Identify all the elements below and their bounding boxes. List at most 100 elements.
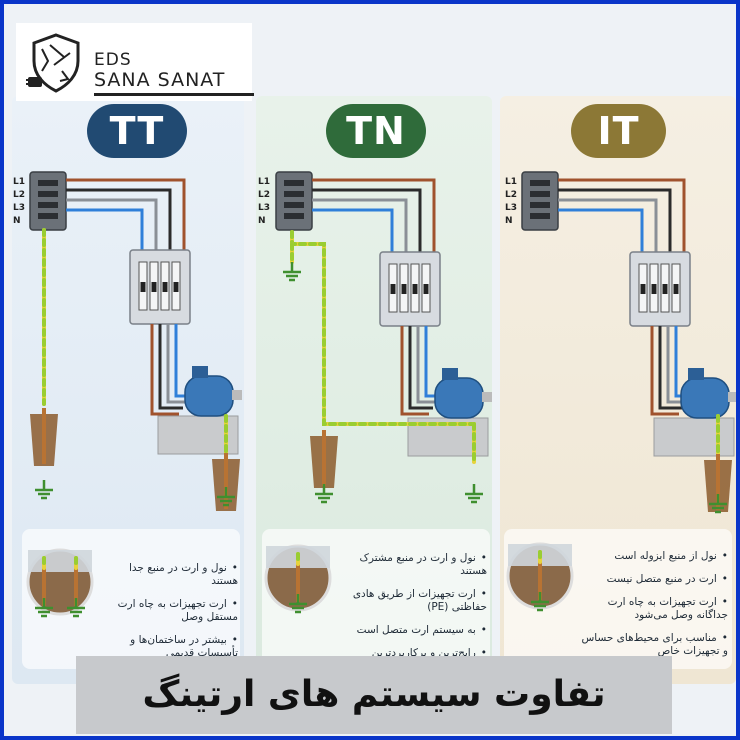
it-motor-shaft xyxy=(728,392,736,402)
tn-motor-wire xyxy=(408,326,433,410)
tt-motor-terminal-box xyxy=(192,366,208,378)
tt-equipment-earth-rod xyxy=(224,453,228,509)
it-note: مناسب برای محیط‌های حساس و تجهیزات خاص xyxy=(574,632,728,658)
it-motor-wire xyxy=(650,326,679,416)
tt-notes-list: نول و ارت در منبع جدا هستند ارت تجهیزات … xyxy=(102,562,238,670)
it-wire xyxy=(558,198,658,254)
tt-thumbnail-ground-symbol xyxy=(67,598,85,618)
tt-wire xyxy=(66,208,144,252)
brand-line-2: SANA SANAT xyxy=(94,69,226,91)
it-source-terminal xyxy=(530,213,550,219)
tt-motor xyxy=(184,375,234,417)
tt-motor-wire xyxy=(166,324,187,404)
brand-logo: EDS SANA SANAT xyxy=(16,23,254,101)
tn-source-ground-symbol xyxy=(283,262,301,282)
tt-phase-label: L2 xyxy=(13,190,25,200)
tt-thumbnail-rod xyxy=(42,568,46,606)
tn-motor-wire xyxy=(400,326,429,416)
tt-phase-label: L3 xyxy=(13,203,25,213)
it-source-terminal xyxy=(530,191,550,197)
it-source-terminal xyxy=(530,180,550,186)
tn-source-terminal xyxy=(284,202,304,208)
brand-underline xyxy=(94,93,254,96)
it-wire xyxy=(558,208,644,254)
it-breaker-box-switch xyxy=(662,284,668,294)
it-breaker-box-switch xyxy=(640,284,646,294)
it-source-terminal xyxy=(530,202,550,208)
tn-breaker-box-switch xyxy=(423,284,429,294)
tt-wire xyxy=(66,178,186,252)
tn-note: ارت تجهیزات از طریق هادی حفاظتی (PE) xyxy=(337,588,487,614)
page-title: تفاوت سیستم های ارتینگ xyxy=(142,674,606,715)
it-wire xyxy=(558,178,686,254)
tt-breaker-box-switch xyxy=(140,282,146,292)
it-phase-label: L3 xyxy=(505,203,517,213)
tn-thumbnail-ground-symbol xyxy=(289,594,307,614)
it-thumbnail-rod xyxy=(538,562,542,600)
it-motor-wire xyxy=(658,326,683,410)
brand-line-1: EDS xyxy=(94,50,132,70)
tt-source-terminal xyxy=(38,213,58,219)
tn-system-ground-symbol xyxy=(315,484,333,504)
tt-breaker-box-switch xyxy=(151,282,157,292)
tn-note: نول و ارت در منبع مشترک هستند xyxy=(337,552,487,578)
tt-note: ارت تجهیزات به چاه ارت مستقل وصل xyxy=(102,598,238,624)
tt-motor-wire xyxy=(158,324,183,410)
tt-phase-label: L1 xyxy=(13,177,25,187)
shield-plug-icon xyxy=(26,33,80,93)
tn-note: به سیستم ارت متصل است xyxy=(337,624,487,637)
it-note: نول از منبع ایزوله است xyxy=(574,550,728,563)
tn-motor-terminal-box xyxy=(442,368,458,380)
tn-equipment-ground-symbol xyxy=(465,484,483,504)
tn-source-terminal xyxy=(284,180,304,186)
tt-wire xyxy=(66,198,158,252)
tt-source-ground-symbol xyxy=(35,480,53,500)
tt-source-earth-rod xyxy=(42,408,46,464)
tn-wire xyxy=(312,178,436,254)
tt-equipment-ground-symbol xyxy=(217,487,235,507)
it-title-pill: IT xyxy=(571,104,666,158)
it-equipment-ground-symbol xyxy=(709,494,727,514)
tn-phase-label: L3 xyxy=(258,203,270,213)
tn-wire xyxy=(312,208,394,254)
it-phase-label: L2 xyxy=(505,190,517,200)
tn-source-terminal xyxy=(284,213,304,219)
tn-motor-wire xyxy=(416,326,437,404)
tt-thumbnail-sky xyxy=(28,550,92,572)
tt-breaker-box-switch xyxy=(162,282,168,292)
it-motor xyxy=(680,377,730,419)
it-notes-list: نول از منبع ایزوله است ارت در منبع متصل … xyxy=(574,550,728,668)
it-breaker-box-switch xyxy=(651,284,657,294)
tn-phase-label: L1 xyxy=(258,177,270,187)
tn-motor xyxy=(434,377,484,419)
tn-breaker-box-switch xyxy=(401,284,407,294)
tn-phase-label: N xyxy=(258,216,266,226)
tt-thumbnail-ground-symbol xyxy=(35,598,53,618)
tn-wire xyxy=(312,198,408,254)
tt-thumbnail-rod xyxy=(74,568,78,606)
it-breaker-box-switch xyxy=(673,284,679,294)
it-motor-base xyxy=(653,417,735,457)
tn-pe-conductor xyxy=(290,230,476,426)
tt-phase-label: N xyxy=(13,216,21,226)
tt-note: نول و ارت در منبع جدا هستند xyxy=(102,562,238,588)
it-thumbnail-ground-symbol xyxy=(531,592,549,612)
tn-wire xyxy=(312,188,422,254)
it-motor-terminal-box xyxy=(688,368,704,380)
tn-breaker-box-switch xyxy=(390,284,396,294)
tt-source-terminal xyxy=(38,202,58,208)
tt-wire xyxy=(66,188,172,252)
tn-breaker-box-switch xyxy=(412,284,418,294)
it-note: ارت تجهیزات به چاه ارت جداگانه وصل می‌شو… xyxy=(574,596,728,622)
tt-source-terminal xyxy=(38,191,58,197)
tn-motor-shaft xyxy=(482,392,492,402)
it-phase-label: N xyxy=(505,216,513,226)
it-wire xyxy=(558,188,672,254)
tn-title-pill: TN xyxy=(326,104,426,158)
it-phase-label: L1 xyxy=(505,177,517,187)
tn-phase-label: L2 xyxy=(258,190,270,200)
tt-source-terminal xyxy=(38,180,58,186)
tt-motor-wire xyxy=(150,324,179,416)
